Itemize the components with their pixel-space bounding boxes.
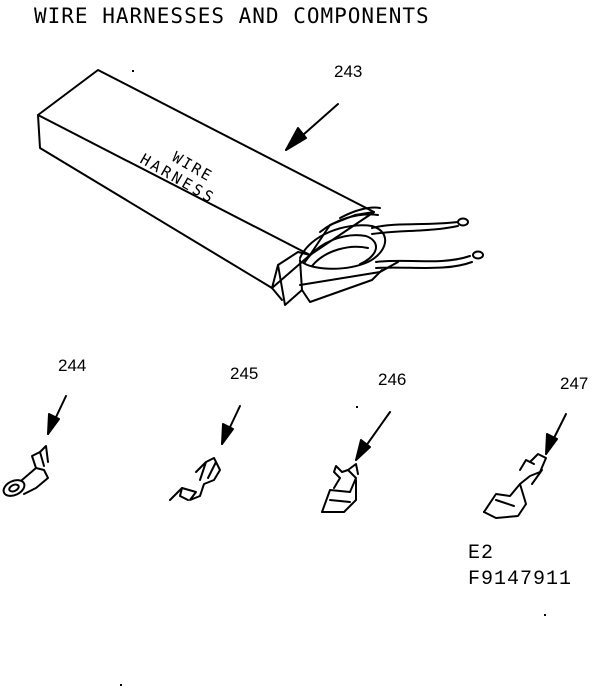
ring-terminal-244 [2, 445, 49, 497]
quick-connect-246 [321, 463, 359, 513]
part-number-246: 246 [378, 370, 407, 389]
speck [356, 406, 358, 408]
speck [132, 70, 134, 72]
code-line-1: E2 [468, 542, 495, 565]
part-number-244: 244 [58, 356, 87, 375]
arrow-245 [221, 405, 241, 445]
quick-connect-247 [483, 453, 547, 519]
arrow-246 [355, 411, 391, 461]
part-number-247: 247 [560, 374, 589, 393]
arrow-244 [47, 395, 67, 435]
arrow-247 [545, 413, 567, 455]
part-number-243: 243 [334, 62, 363, 81]
wire-harness-box [37, 69, 484, 306]
arrow-243 [285, 103, 339, 151]
speck [120, 684, 122, 686]
speck [544, 614, 546, 616]
diagram-title: WIRE HARNESSES AND COMPONENTS [34, 4, 430, 28]
spade-terminal-245 [169, 457, 221, 501]
code-line-2: F9147911 [468, 568, 573, 591]
part-number-245: 245 [230, 364, 259, 383]
